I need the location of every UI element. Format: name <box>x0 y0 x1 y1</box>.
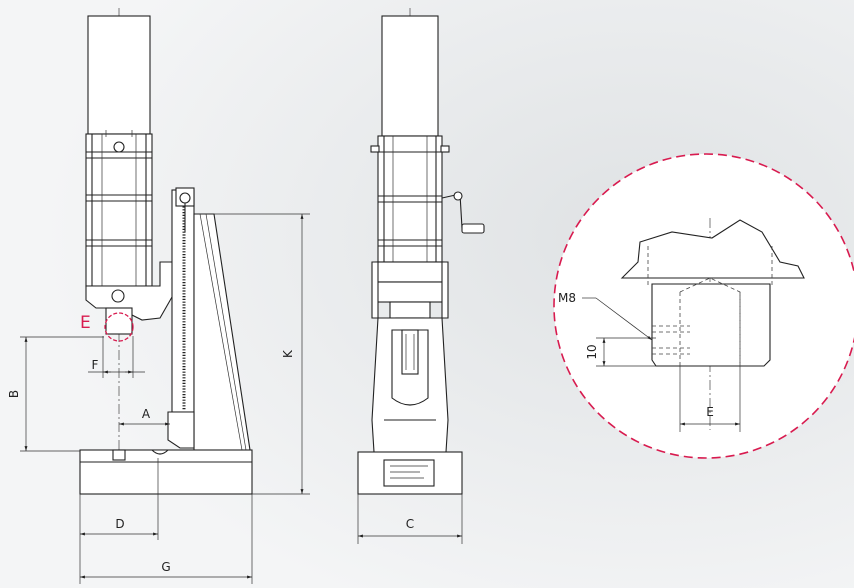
dim-c-label: C <box>406 517 414 531</box>
detail-ram-body <box>651 283 771 367</box>
side-head <box>375 261 445 283</box>
dim-d-label: D <box>115 517 124 531</box>
detail-thread-label: M8 <box>558 291 576 305</box>
side-handle-grip <box>461 223 485 234</box>
front-cylinder <box>87 15 151 135</box>
dim-g-label: G <box>161 560 170 574</box>
detail-depth-label: 10 <box>585 344 599 359</box>
front-base <box>79 449 253 495</box>
side-cage <box>377 135 443 263</box>
side-cylinder <box>381 15 439 137</box>
dim-a-label: A <box>142 407 151 421</box>
front-cage <box>85 133 153 287</box>
dim-k-label: K <box>281 349 295 358</box>
detail-cap <box>620 219 805 279</box>
side-slot <box>401 329 419 375</box>
side-view: C <box>357 8 485 544</box>
detail-view: M8 10 E <box>553 153 854 459</box>
detail-width-label: E <box>706 405 714 419</box>
detail-marker-circle <box>104 312 134 342</box>
front-ram <box>105 307 133 335</box>
detail-marker-label: E <box>80 313 91 333</box>
dim-f-label: F <box>92 358 99 372</box>
front-view: E B F A K D G <box>7 8 310 584</box>
front-head <box>85 261 177 321</box>
dim-b-label: B <box>7 390 21 398</box>
front-cylinder-port <box>113 141 125 153</box>
front-throat <box>167 411 195 449</box>
side-nameplate <box>383 459 435 487</box>
front-table-slot <box>112 449 126 461</box>
